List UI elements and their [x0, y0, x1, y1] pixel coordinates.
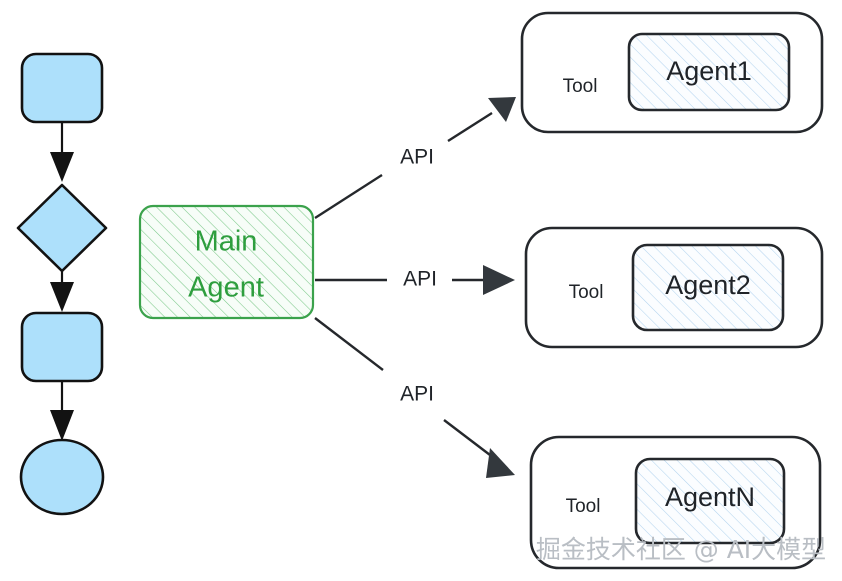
tool-agent1-label: Tool	[563, 76, 598, 97]
arrowhead-top-to-diamond	[50, 152, 74, 182]
api-edge-agent1-segment1	[314, 173, 383, 220]
arrowhead-rect-to-ellipse	[50, 410, 74, 441]
api-edge-agentn-segment2	[443, 419, 491, 456]
main-agent-node[interactable]	[138, 204, 315, 320]
node-diamond	[16, 183, 108, 273]
agentn-box[interactable]	[634, 457, 786, 545]
api-edge-agent2-arrowhead	[483, 265, 515, 295]
main-agent-label-line2: Agent	[188, 272, 264, 304]
agentn-label: AgentN	[665, 482, 755, 512]
api-edge-agent2-label: API	[403, 268, 437, 291]
arrowhead-diamond-to-rect	[50, 282, 74, 312]
agent2-box[interactable]	[631, 243, 785, 332]
api-edge-agentn-segment1	[314, 317, 384, 371]
api-edge-agentn-arrowhead	[486, 448, 515, 478]
api-edge-agent1-segment2	[447, 111, 493, 143]
main-agent-label-line1: Main	[195, 226, 258, 258]
api-edge-agentn-label: API	[400, 383, 434, 406]
node-ellipse	[19, 438, 105, 516]
api-edge-agent1-arrowhead	[488, 97, 516, 122]
agent1-box[interactable]	[627, 32, 791, 112]
agent1-label: Agent1	[666, 56, 752, 86]
agent2-label: Agent2	[665, 270, 751, 300]
node-rect-bottom	[20, 311, 104, 383]
node-rect-top	[20, 52, 104, 124]
tool-agent2-label: Tool	[569, 282, 604, 303]
tool-agentn-label: Tool	[566, 496, 601, 517]
watermark-label: 掘金技术社区 @ AI大模型	[536, 535, 826, 564]
api-edge-agent1-label: API	[400, 146, 434, 169]
